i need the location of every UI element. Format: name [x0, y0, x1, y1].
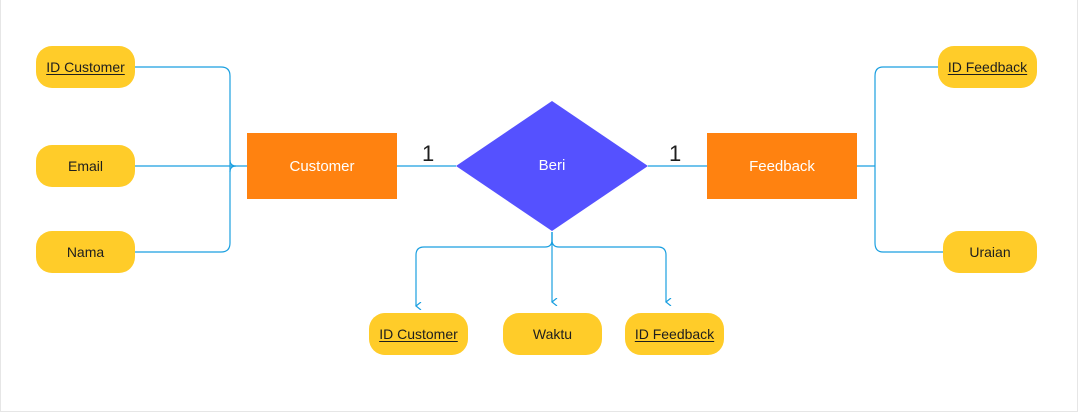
attr-rel-waktu[interactable]: Waktu [503, 313, 602, 355]
attr-id-customer-label: ID Customer [46, 59, 125, 75]
attr-uraian-label: Uraian [969, 244, 1011, 260]
relationship-diamond [456, 101, 648, 231]
connector-uraian [874, 166, 943, 253]
attr-id-feedback-label: ID Feedback [947, 59, 1028, 75]
attr-email-label: Email [67, 158, 103, 174]
attr-rel-id-customer[interactable]: ID Customer [369, 313, 468, 355]
connector-customer-fork [229, 159, 237, 173]
entity-customer-label: Customer [289, 157, 355, 175]
cardinality-right: 1 [669, 141, 682, 166]
attr-id-customer[interactable]: ID Customer [36, 46, 135, 88]
entity-feedback-label: Feedback [749, 157, 815, 175]
attr-id-feedback[interactable]: ID Feedback [938, 46, 1037, 88]
cardinality-left: 1 [422, 141, 435, 166]
attr-uraian[interactable]: Uraian [943, 231, 1037, 273]
attr-rel-id-feedback[interactable]: ID Feedback [625, 313, 724, 355]
entity-customer[interactable]: Customer [247, 133, 397, 199]
connector-id-feedback [874, 66, 939, 166]
entity-feedback[interactable]: Feedback [707, 133, 857, 199]
attr-rel-id-customer-label: ID Customer [379, 326, 458, 342]
connector-nama [134, 166, 231, 253]
relationship-label[interactable]: Beri [538, 157, 566, 174]
connector-id-customer [134, 66, 231, 166]
attr-rel-waktu-label: Waktu [532, 326, 573, 342]
attr-nama-label: Nama [66, 244, 105, 260]
attr-email[interactable]: Email [36, 145, 135, 187]
connector-rel-id-customer [416, 232, 553, 306]
attr-rel-id-feedback-label: ID Feedback [634, 326, 715, 342]
connector-rel-id-feedback [551, 232, 666, 302]
attr-nama[interactable]: Nama [36, 231, 135, 273]
